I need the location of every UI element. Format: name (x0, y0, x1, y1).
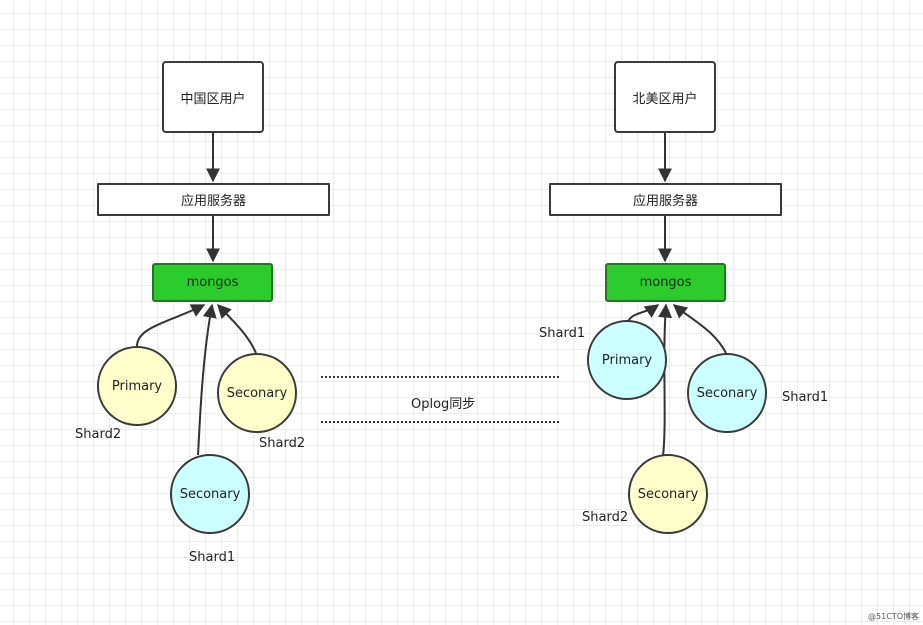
edge-left-bottom-secondary-to-mongos (197, 303, 217, 456)
edge-right-secondary-to-mongos (672, 304, 727, 354)
left-secondary-label: Seconary (226, 385, 288, 401)
left-bottom-secondary-label: Seconary (179, 486, 241, 502)
right-secondary-node: Seconary (687, 353, 767, 433)
right-primary-node: Primary (587, 320, 667, 400)
left-bottom-secondary-node: Seconary (170, 454, 250, 534)
edge-right-bottom-secondary-to-mongos (658, 303, 673, 457)
left-mongos-box: mongos (152, 263, 273, 302)
left-bottom-secondary-shard-label: Shard1 (189, 550, 236, 565)
right-mongos-box: mongos (605, 263, 726, 302)
left-app-server-box: 应用服务器 (97, 183, 330, 216)
china-users-box: 中国区用户 (162, 61, 264, 133)
watermark-label: @51CTO博客 (868, 612, 919, 621)
north-america-users-box: 北美区用户 (614, 61, 716, 133)
china-users-label: 中国区用户 (180, 91, 246, 107)
left-primary-shard-label: Shard2 (75, 427, 122, 442)
left-mongos-label: mongos (186, 275, 239, 290)
edge-left-secondary-to-mongos (217, 303, 257, 354)
left-primary-label: Primary (111, 378, 163, 394)
sync-line-bottom (321, 421, 559, 423)
right-primary-shard-label: Shard1 (539, 326, 586, 341)
north-america-users-label: 北美区用户 (632, 91, 698, 107)
right-secondary-label: Seconary (696, 385, 758, 401)
right-app-server-label: 应用服务器 (632, 194, 698, 209)
edge-right-primary-to-mongos (627, 304, 660, 323)
oplog-sync-label: Oplog同步 (411, 397, 476, 412)
right-bottom-secondary-label: Seconary (637, 486, 699, 502)
sync-line-top (321, 376, 559, 378)
right-secondary-shard-label: Shard1 (782, 390, 829, 405)
right-primary-label: Primary (601, 352, 653, 368)
right-app-server-box: 应用服务器 (549, 183, 782, 216)
left-secondary-shard-label: Shard2 (259, 436, 306, 451)
right-mongos-label: mongos (639, 275, 692, 290)
left-app-server-label: 应用服务器 (180, 194, 246, 209)
right-bottom-secondary-shard-label: Shard2 (582, 510, 629, 525)
edge-left-primary-to-mongos (135, 304, 206, 348)
right-bottom-secondary-node: Seconary (628, 454, 708, 534)
left-primary-node: Primary (97, 346, 177, 426)
left-secondary-node: Seconary (217, 353, 297, 433)
